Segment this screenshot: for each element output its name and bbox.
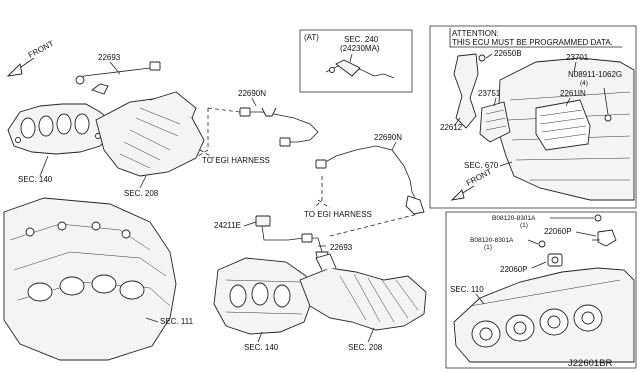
label-bolt1: B08120-8301A: [492, 215, 536, 222]
at-sec240-sub: (24230MA): [340, 44, 380, 53]
front-label-left: FRONT: [27, 39, 56, 60]
label-sec140-bottom: SEC. 140: [244, 343, 279, 352]
label-sec208-left: SEC. 208: [124, 189, 159, 198]
front-arrow-ecu: FRONT: [450, 167, 493, 201]
oxygen-sensor-upper-left: [75, 61, 161, 95]
ecu-cover-23751: [479, 101, 511, 143]
ecu-unit: [535, 99, 591, 151]
to-egi-harness-1: TO EGI HARNESS: [202, 156, 270, 165]
attention-text: THIS ECU MUST BE PROGRAMMED DATA.: [452, 38, 613, 47]
engine-block-left: [3, 197, 177, 361]
front-arrow-left: FRONT: [6, 39, 56, 77]
label-bolt1-qty: (1): [520, 222, 528, 229]
label-2261in: 2261IN: [560, 89, 586, 98]
label-bolt2-qty: (1): [484, 244, 492, 251]
label-sec208-bottom: SEC. 208: [348, 343, 383, 352]
label-24211e: 24211E: [214, 221, 241, 230]
diagram-code: J22601BR: [568, 358, 613, 369]
label-22693-top: 22693: [98, 53, 121, 62]
catalytic-converter-bottom: [299, 253, 427, 331]
label-bolt2: B08120-8301A: [470, 237, 514, 244]
ecu-bracket: [453, 53, 479, 129]
bolt-22650b: [478, 54, 486, 62]
air-fuel-sensor-mid: [315, 145, 425, 215]
label-23751: 23751: [478, 89, 501, 98]
at-tag: (AT): [304, 33, 319, 42]
label-22650b: 22650B: [494, 49, 522, 58]
bolt-08911: [604, 114, 612, 122]
label-22693-mid: 22693: [330, 243, 353, 252]
label-08911-qty: (4): [580, 80, 588, 87]
label-08911: N08911-1062G: [568, 70, 622, 79]
label-sec110: SEC. 110: [450, 285, 484, 294]
cam-sensor-22060p: [538, 240, 563, 267]
label-22060p-1: 22060P: [544, 227, 572, 236]
crank-sensor-22060p: [592, 214, 617, 247]
harness-clip-24211e: [255, 215, 305, 241]
label-22690n-mid: 22690N: [374, 133, 402, 142]
air-fuel-sensor-upper: [239, 107, 319, 147]
at-sec240: SEC. 240: [344, 35, 379, 44]
attention-title: ATTENTION:: [452, 29, 499, 38]
sensor-box: [445, 211, 637, 369]
ecu-box: ATTENTION: THIS ECU MUST BE PROGRAMMED D…: [429, 25, 637, 209]
engine-block-right: [453, 267, 635, 363]
label-sec111: SEC. 111: [160, 317, 194, 326]
label-22690n-top: 22690N: [238, 89, 266, 98]
exhaust-manifold-bottom: [213, 257, 313, 335]
label-23701: 23701: [566, 53, 589, 62]
label-sec670: SEC. 670: [464, 161, 499, 170]
exhaust-manifold-left: [7, 103, 113, 155]
label-22612: 22612: [440, 123, 463, 132]
label-22060p-2: 22060P: [500, 265, 528, 274]
label-sec140-left: SEC. 140: [18, 175, 53, 184]
to-egi-harness-2: TO EGI HARNESS: [304, 210, 372, 219]
catalytic-converter-left: [95, 91, 205, 177]
at-box: (AT) SEC. 240 (24230MA): [299, 29, 413, 93]
